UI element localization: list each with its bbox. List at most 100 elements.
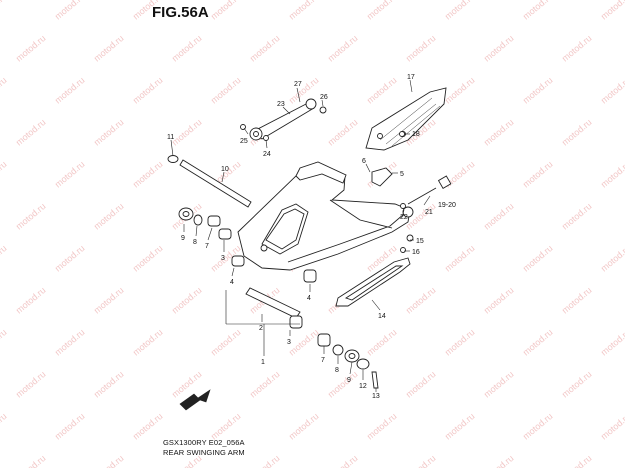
watermark-text: motod.ru	[521, 411, 555, 441]
watermark-text: motod.ru	[170, 285, 204, 315]
callout-12: 12	[359, 383, 367, 390]
watermark-text: motod.ru	[287, 411, 321, 441]
callout-10: 10	[221, 166, 229, 173]
watermark-text: motod.ru	[0, 159, 9, 189]
watermark-text: motod.ru	[521, 243, 555, 273]
watermark-text: motod.ru	[131, 411, 165, 441]
watermark-text: motod.ru	[599, 243, 625, 273]
watermark-text: motod.ru	[170, 369, 204, 399]
watermark-text: motod.ru	[560, 33, 594, 63]
watermark-text: motod.ru	[0, 75, 9, 105]
watermark-text: motod.ru	[0, 327, 9, 357]
leader-lines	[170, 79, 431, 392]
pivot-sleeve-2	[245, 269, 317, 329]
watermark-text: motod.ru	[92, 285, 126, 315]
watermark-text: motod.ru	[53, 243, 87, 273]
hardware-items	[371, 131, 452, 253]
callout-17: 17	[407, 74, 415, 81]
callout-24: 24	[263, 151, 271, 158]
callout-18: 18	[412, 131, 420, 138]
watermark-text: motod.ru	[53, 75, 87, 105]
watermark-text: motod.ru	[521, 0, 555, 22]
callout-2: 2	[259, 325, 263, 332]
watermark-text: motod.ru	[404, 33, 438, 63]
callout-15: 15	[416, 238, 424, 245]
callout-19-20: 19-20	[438, 202, 456, 209]
parts-drawing	[167, 79, 452, 411]
callout-16: 16	[412, 249, 420, 256]
watermark-text: motod.ru	[131, 243, 165, 273]
watermark-text: motod.ru	[326, 369, 360, 399]
torque-link-23	[240, 98, 327, 141]
watermark-text: motod.ru	[326, 33, 360, 63]
watermark-text: motod.ru	[0, 0, 9, 22]
watermark-text: motod.ru	[482, 285, 516, 315]
callout-26: 26	[320, 94, 328, 101]
callout-11: 11	[167, 134, 174, 141]
figure-caption: REAR SWINGING ARM	[163, 448, 245, 457]
watermark-text: motod.ru	[14, 453, 48, 468]
watermark-text: motod.ru	[599, 159, 625, 189]
watermark-text: motod.ru	[92, 33, 126, 63]
callout-7-left: 7	[205, 243, 209, 250]
watermark-text: motod.ru	[92, 117, 126, 147]
callout-21: 21	[425, 209, 433, 216]
callout-8-right: 8	[335, 367, 339, 374]
front-arrow-icon	[179, 389, 211, 411]
watermark-text: motod.ru	[443, 327, 477, 357]
watermark-text: motod.ru	[443, 0, 477, 22]
callout-9-left: 9	[181, 235, 185, 242]
watermark-text: motod.ru	[170, 117, 204, 147]
callout-4-left: 4	[230, 279, 234, 286]
watermark-text: motod.ru	[131, 159, 165, 189]
watermark-text: motod.ru	[521, 75, 555, 105]
watermark-text: motod.ru	[482, 33, 516, 63]
callout-23: 23	[277, 101, 285, 108]
watermark-text: motod.ru	[14, 117, 48, 147]
watermark-text: motod.ru	[482, 369, 516, 399]
watermark-text: motod.ru	[482, 117, 516, 147]
callout-13: 13	[372, 393, 380, 400]
watermark-text: motod.ru	[209, 0, 243, 22]
watermark-text: motod.ru	[209, 411, 243, 441]
watermark-text: motod.ru	[14, 33, 48, 63]
watermark-text: motod.ru	[599, 411, 625, 441]
callout-14: 14	[378, 313, 386, 320]
watermark-text: motod.ru	[560, 285, 594, 315]
callout-3-right: 3	[287, 339, 291, 346]
watermark-text: motod.ru	[53, 327, 87, 357]
watermark-text: motod.ru	[53, 411, 87, 441]
watermark-text: motod.ru	[599, 0, 625, 22]
watermark-text: motod.ru	[0, 243, 9, 273]
watermark-text: motod.ru	[560, 117, 594, 147]
watermark-text: motod.ru	[287, 327, 321, 357]
watermark-text: motod.ru	[53, 0, 87, 22]
callout-labels: 2 7 23 26 25 24 17 18 11 10 6 5 21 22 19-…	[167, 74, 456, 400]
watermark-text: motod.ru	[209, 75, 243, 105]
watermark-text: motod.ru	[599, 327, 625, 357]
callout-22: 22	[400, 214, 408, 221]
callout-25: 25	[240, 138, 248, 145]
callout-6: 6	[362, 158, 366, 165]
callout-5: 5	[400, 171, 404, 178]
chain-slider-14	[335, 257, 411, 307]
figure-title: FIG.56A	[152, 4, 209, 21]
watermark-text: motod.ru	[14, 201, 48, 231]
watermark-text: motod.ru	[170, 33, 204, 63]
callout-7-right: 7	[321, 357, 325, 364]
watermark-text: motod.ru	[92, 453, 126, 468]
watermark-text: motod.ru	[443, 243, 477, 273]
swingarm-body	[237, 161, 414, 271]
watermark-text: motod.ru	[131, 75, 165, 105]
watermark-text: motod.ru	[560, 453, 594, 468]
watermark-text: motod.ru	[365, 411, 399, 441]
watermark-text: motod.ru	[365, 327, 399, 357]
watermark-text: motod.ru	[404, 369, 438, 399]
watermark-text: motod.ru	[248, 453, 282, 468]
watermark-text: motod.ru	[326, 453, 360, 468]
right-bearings	[317, 333, 379, 389]
watermark-text: motod.ru	[560, 201, 594, 231]
watermark-text: motod.ru	[482, 201, 516, 231]
watermark-text: motod.ru	[599, 75, 625, 105]
watermark-text: motod.ru	[92, 369, 126, 399]
